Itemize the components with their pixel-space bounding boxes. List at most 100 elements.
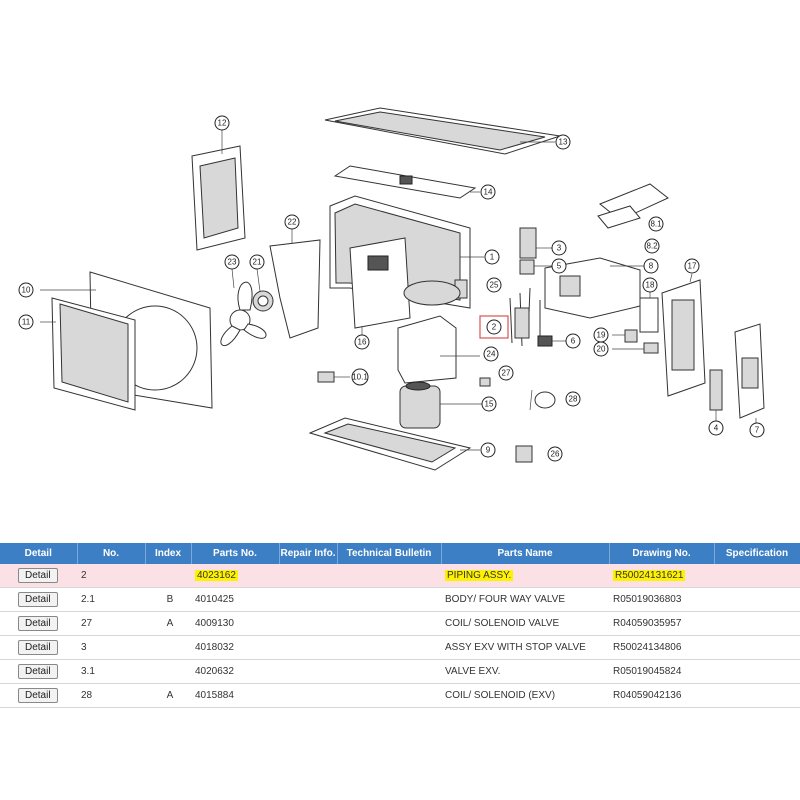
detail-button[interactable]: Detail [18,688,58,703]
callout-21[interactable]: 21 [249,254,265,270]
part-side-panel[interactable] [661,273,706,397]
part-partition[interactable] [349,237,411,338]
svg-text:21: 21 [253,258,262,267]
col-header-technical-bulletin[interactable]: Technical Bulletin [337,543,442,564]
part-stop-valve[interactable] [537,335,566,347]
callout-16[interactable]: 18 [642,277,658,293]
cell-drawing-no: R04059042136 [609,683,714,708]
col-header-parts-no[interactable]: Parts No. [191,543,280,564]
callout-6[interactable]: 6 [565,333,581,349]
part-control-box[interactable] [544,257,644,319]
part-top-bar[interactable] [333,165,480,199]
callout-3[interactable]: 3 [551,240,567,256]
callout-18[interactable]: 20 [593,341,609,357]
detail-button[interactable]: Detail [18,664,58,679]
part-top-cover[interactable] [324,107,561,155]
part-board-16[interactable] [639,292,659,333]
cell-parts-no: 4010425 [191,587,279,612]
cell-specification [714,611,800,636]
col-header-parts-name[interactable]: Parts Name [441,543,610,564]
highlighted-parts-name: PIPING ASSY. [445,570,514,581]
callout-13[interactable]: 13 [555,134,571,150]
part-fan[interactable] [220,268,267,346]
callout-9[interactable]: 9 [480,442,496,458]
part-10-1[interactable] [317,371,350,383]
callout-8-1[interactable]: 8.1 [648,216,664,232]
col-header-repair-info[interactable]: Repair Info. [279,543,338,564]
col-header-detail[interactable]: Detail [0,543,78,564]
callout-15[interactable]: 17 [684,258,700,274]
col-header-index[interactable]: Index [145,543,192,564]
part-compressor-cover[interactable] [397,280,480,384]
cell-index [145,635,191,660]
table-row[interactable]: Detail 3 4018032 ASSY EXV WITH STOP VALV… [0,635,800,660]
cell-repair-info [279,564,337,588]
callout-10-1[interactable]: 10.1 [351,368,369,386]
part-side-cover[interactable] [734,323,765,424]
callout-8[interactable]: 8 [643,258,659,274]
part-front-grille[interactable] [40,297,136,411]
callout-27[interactable]: 27 [498,365,514,381]
callout-1[interactable]: 1 [484,249,500,265]
col-header-drawing-no[interactable]: Drawing No. [609,543,715,564]
cell-repair-info [279,587,337,612]
callout-24[interactable]: 24 [483,346,499,362]
callout-19[interactable]: 16 [354,334,370,350]
svg-text:15: 15 [485,400,494,409]
table-row[interactable]: Detail 28 A 4015884 COIL/ SOLENOID (EXV)… [0,683,800,708]
callout-28[interactable]: 28 [565,391,581,407]
detail-button[interactable]: Detail [18,592,58,607]
callout-2[interactable]: 2 [486,319,502,335]
callout-8-2[interactable]: 8.2 [644,238,660,254]
detail-button[interactable]: Detail [18,568,58,583]
part-17[interactable] [612,329,638,343]
svg-text:13: 13 [559,138,568,147]
part-26[interactable] [515,445,533,463]
callout-25[interactable]: 25 [486,277,502,293]
cell-no: 28 [77,683,145,708]
part-coil-28[interactable] [529,389,556,411]
cell-repair-info [279,659,337,684]
detail-button[interactable]: Detail [18,640,58,655]
table-row[interactable]: Detail 2.1 B 4010425 BODY/ FOUR WAY VALV… [0,587,800,612]
detail-button[interactable]: Detail [18,616,58,631]
table-row[interactable]: Detail 3.1 4020632 VALVE EXV. R050190458… [0,659,800,684]
svg-text:9: 9 [486,446,491,455]
callout-11[interactable]: 11 [18,314,34,330]
table-row[interactable]: Detail 27 A 4009130 COIL/ SOLENOID VALVE… [0,611,800,636]
table-row[interactable]: Detail 2 4023162 PIPING ASSY. R500241316… [0,564,800,588]
part-base-pan[interactable] [308,417,480,471]
callout-17[interactable]: 19 [593,327,609,343]
callout-14[interactable]: 14 [480,184,496,200]
part-fan-motor[interactable] [252,268,274,312]
part-18[interactable] [612,342,659,354]
part-compressor[interactable] [399,381,482,429]
svg-text:5: 5 [557,262,562,271]
callout-4[interactable]: 4 [708,420,724,436]
part-pcb[interactable] [597,183,669,229]
callout-10[interactable]: 10 [18,282,34,298]
callout-5[interactable]: 5 [551,258,567,274]
cell-index: A [145,611,191,636]
svg-text:8: 8 [649,262,654,271]
part-exv-valve[interactable] [519,227,552,259]
cell-parts-no: 4020632 [191,659,279,684]
svg-text:23: 23 [228,258,237,267]
callout-26[interactable]: 26 [547,446,563,462]
callout-12[interactable]: 12 [214,115,230,131]
part-piping-assy[interactable] [479,287,541,347]
callout-23[interactable]: 23 [224,254,240,270]
part-side-grill[interactable] [191,128,246,251]
svg-text:17: 17 [688,262,697,271]
part-4[interactable] [709,369,723,422]
part-27[interactable] [479,377,491,387]
parts-table: Detail No. Index Parts No. Repair Info. … [0,543,800,708]
part-fitting-5[interactable] [519,259,552,275]
callout-20[interactable]: 15 [481,396,497,412]
col-header-no[interactable]: No. [77,543,146,564]
part-motor-bracket[interactable] [269,228,321,339]
callout-22[interactable]: 22 [284,214,300,230]
svg-text:18: 18 [646,281,655,290]
callout-7[interactable]: 7 [749,422,765,438]
col-header-specification[interactable]: Specification [714,543,800,564]
